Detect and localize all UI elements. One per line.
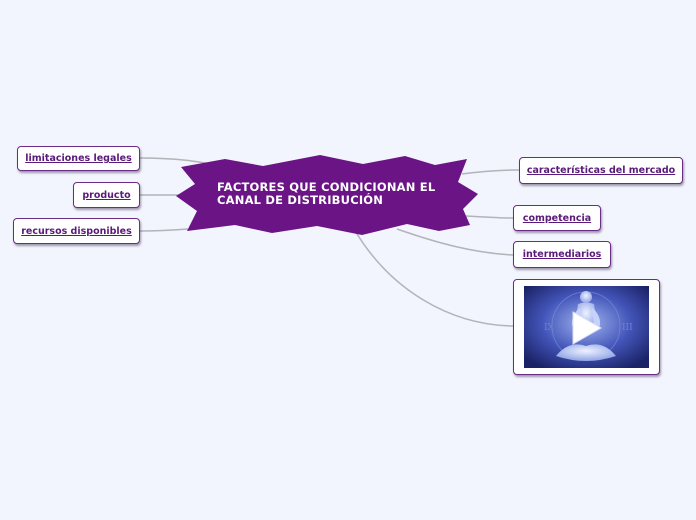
topic-intermediarios[interactable]: intermediarios [513,241,611,268]
connector-intermediarios [396,228,514,256]
svg-text:III: III [622,323,633,333]
svg-text:IX: IX [544,323,555,333]
topic-caracteristicas-del-mercado[interactable]: características del mercado [519,157,683,184]
connector-recursos-disponibles [139,228,189,232]
connector-caracteristicas-del-mercado [461,169,520,175]
topic-label: intermediarios [522,249,602,260]
topic-competencia[interactable]: competencia [513,205,601,231]
topic-limitaciones-legales[interactable]: limitaciones legales [17,146,140,171]
topic-recursos-disponibles[interactable]: recursos disponibles [13,218,140,244]
topic-label: características del mercado [526,165,676,176]
connector-competencia [465,215,514,219]
topic-label: competencia [522,212,592,224]
topic-label: recursos disponibles [21,225,132,237]
video-thumbnail: IX III [524,286,649,368]
connector-video [353,228,514,327]
topic-label: producto [82,189,131,201]
video-node[interactable]: IX III [513,279,660,375]
central-topic[interactable]: FACTORES QUE CONDICIONAN EL CANAL DE DIS… [175,154,480,236]
topic-label: limitaciones legales [25,153,132,164]
central-topic-title: FACTORES QUE CONDICIONAN EL CANAL DE DIS… [217,180,436,207]
play-icon[interactable] [572,311,603,345]
central-topic-shape [176,155,478,235]
topic-producto[interactable]: producto [73,182,140,208]
